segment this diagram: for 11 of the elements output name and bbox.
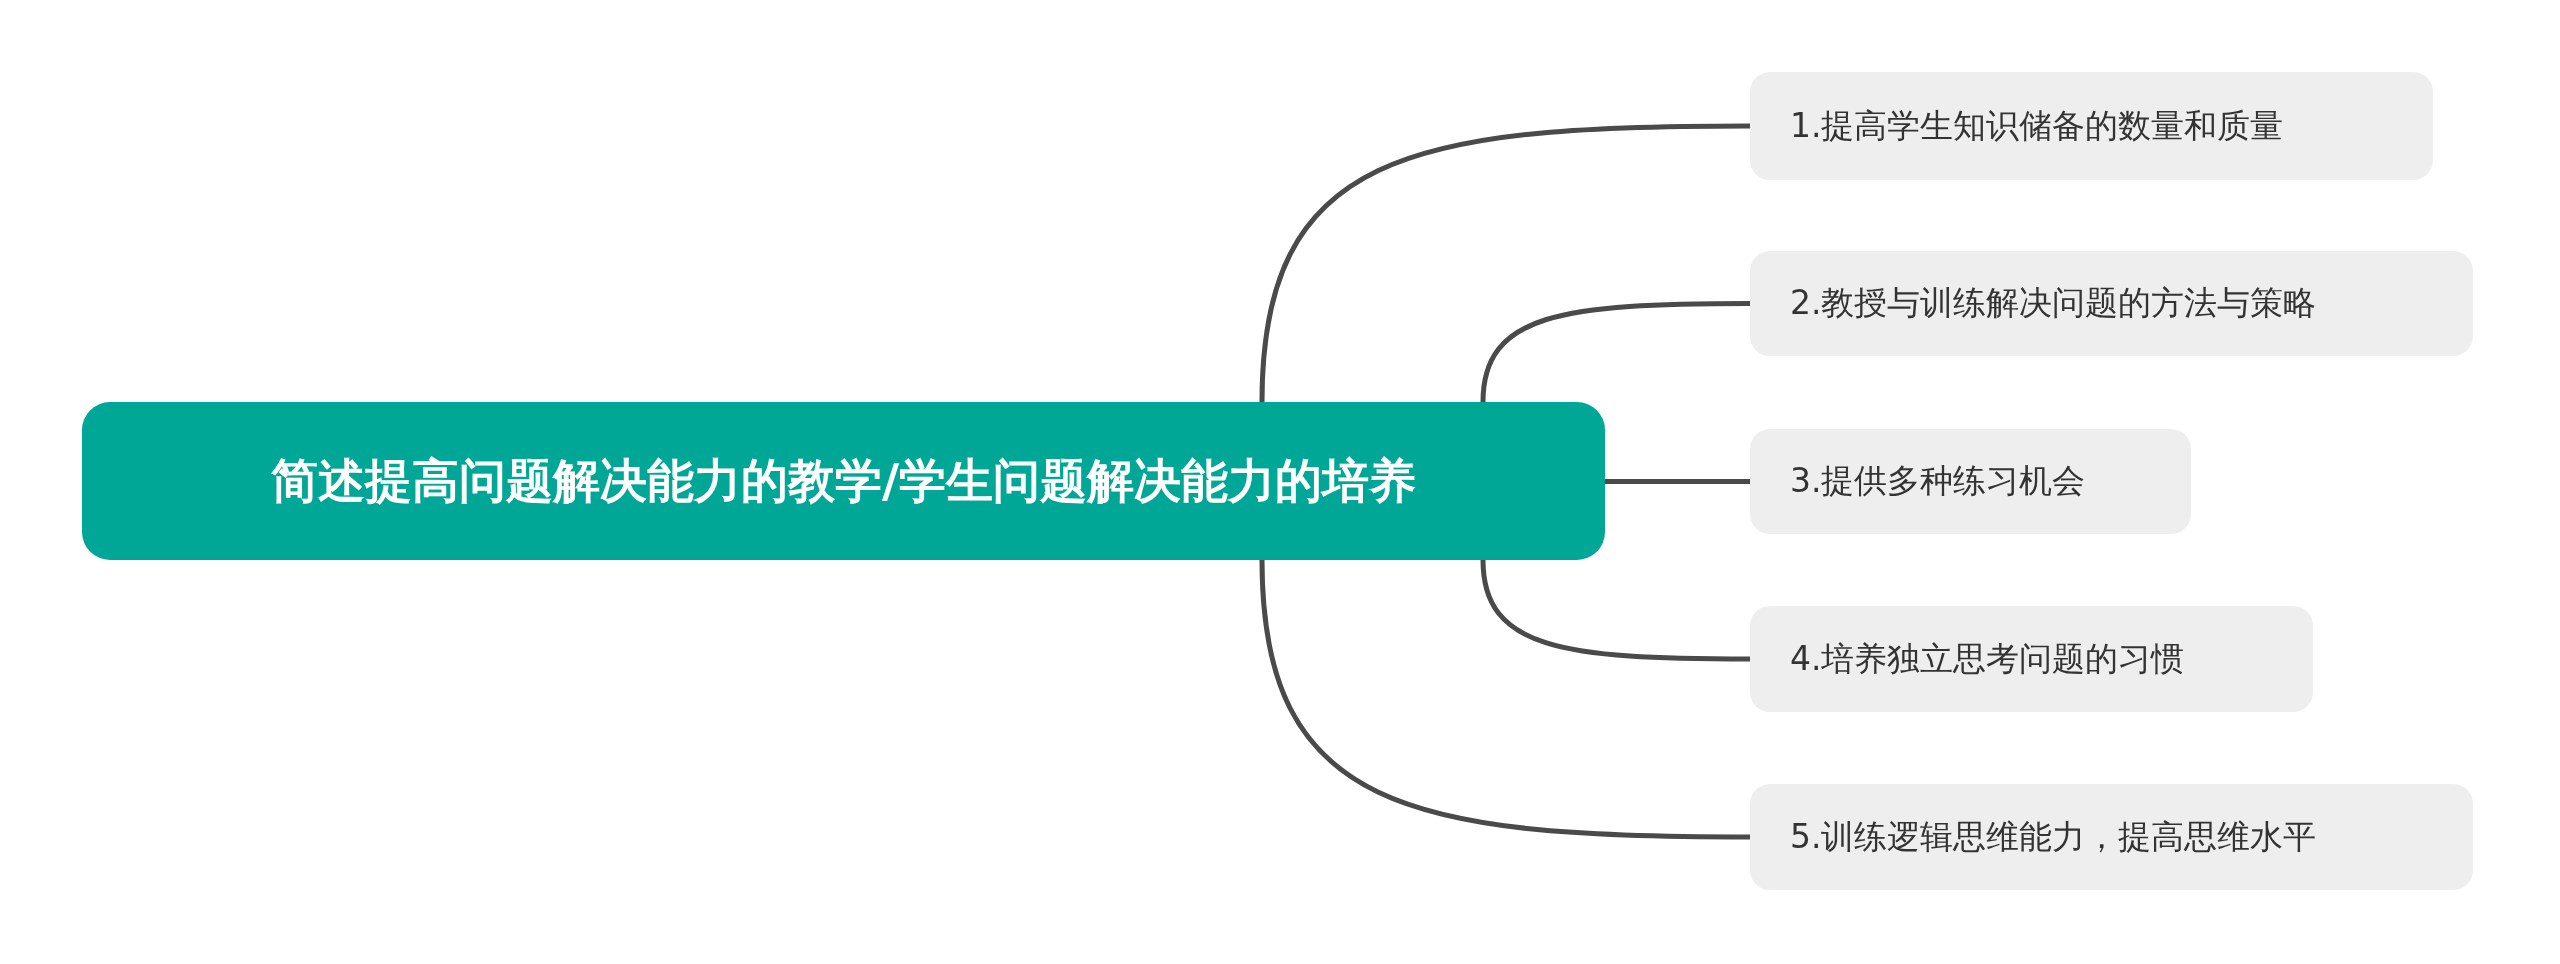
subtopic-box: 3.提供多种练习机会	[1750, 429, 2191, 534]
connector-line	[1259, 123, 1751, 403]
central-topic-box: 简述提高问题解决能力的教学/学生问题解决能力的培养	[82, 402, 1605, 560]
connector-line	[1605, 479, 1750, 484]
subtopic-box: 2.教授与训练解决问题的方法与策略	[1750, 251, 2473, 356]
subtopic-box: 1.提高学生知识储备的数量和质量	[1750, 72, 2433, 180]
subtopic-box: 4.培养独立思考问题的习惯	[1750, 606, 2313, 712]
connector-line	[1480, 559, 1750, 662]
connector-line	[1259, 559, 1751, 840]
subtopic-box: 5.训练逻辑思维能力，提高思维水平	[1750, 784, 2473, 890]
connector-line	[1480, 301, 1750, 403]
